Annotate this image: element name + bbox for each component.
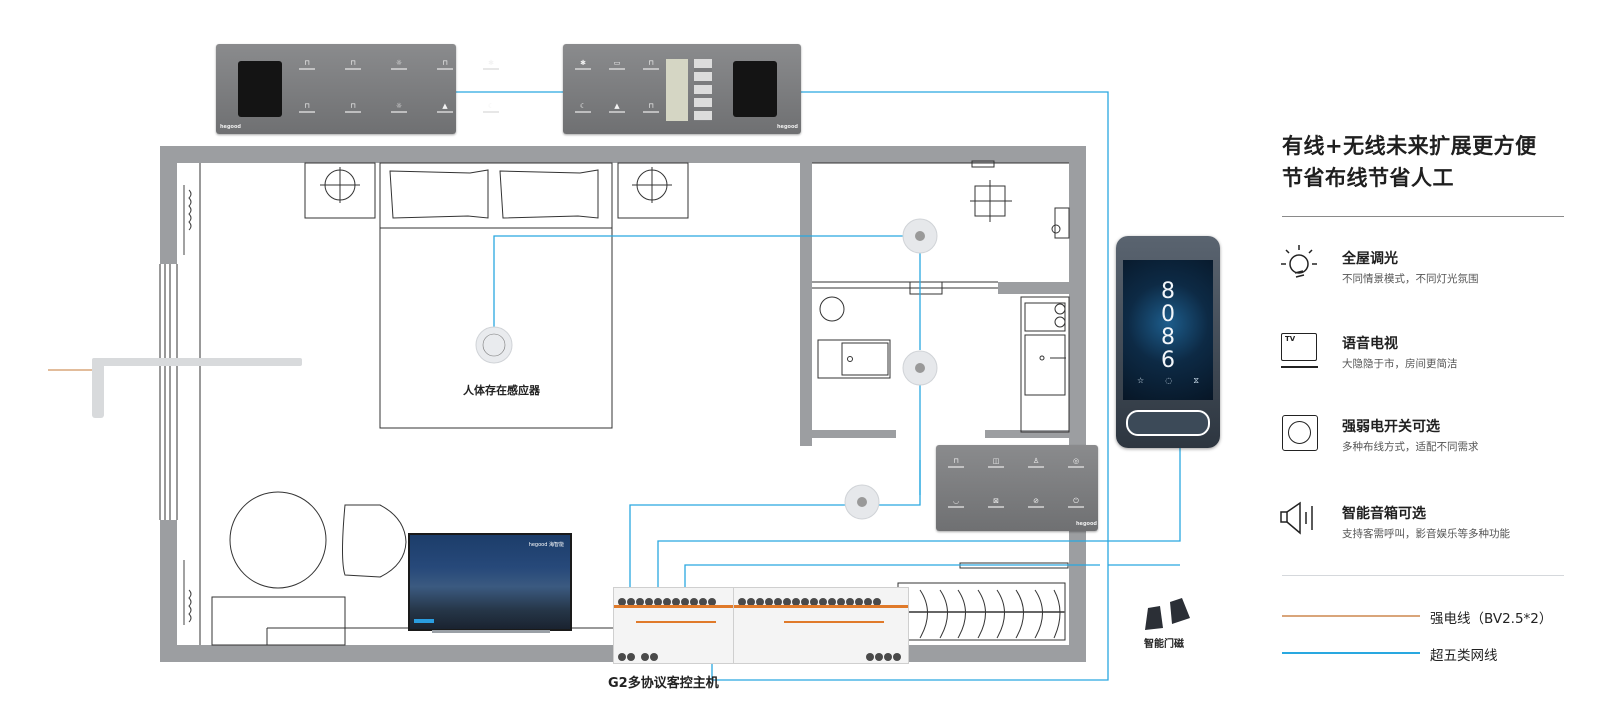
scene-key-icon[interactable]: ☾ bbox=[483, 102, 499, 113]
network-lines bbox=[455, 91, 1181, 681]
thermostat-buttons[interactable] bbox=[694, 59, 712, 121]
ceiling-sensors bbox=[475, 218, 938, 520]
tv-stand bbox=[432, 630, 550, 633]
feature-title: 全屋调光 bbox=[1342, 251, 1398, 267]
feature-subtitle: 大隐隐于市，房间更简洁 bbox=[1342, 358, 1458, 370]
scene-key-icon[interactable]: ☾ bbox=[575, 102, 591, 113]
scene-key-icon[interactable]: ◫ bbox=[988, 457, 1004, 468]
clean-icon[interactable]: ⧖ bbox=[1193, 376, 1199, 385]
scene-key-icon[interactable]: ▲ bbox=[437, 102, 453, 113]
host-module-g2-1 bbox=[733, 587, 909, 664]
socket-icon bbox=[733, 61, 777, 117]
window bbox=[159, 264, 178, 520]
panel-brand: hegood bbox=[777, 124, 798, 130]
divider-bottom bbox=[1282, 575, 1564, 576]
scene-key-icon[interactable]: ⊓ bbox=[345, 59, 361, 70]
walls bbox=[160, 146, 1086, 662]
legend-swatch bbox=[1282, 652, 1420, 654]
scene-key-icon[interactable]: ⊘ bbox=[1028, 497, 1044, 508]
thermostat-display bbox=[666, 59, 688, 121]
panel-brand: hegood bbox=[220, 124, 241, 130]
legend-label: 超五类网线 bbox=[1430, 648, 1498, 664]
feature-subtitle: 多种布线方式，适配不同需求 bbox=[1342, 441, 1479, 453]
wall-panel-door: ⊓ ◫ ♙ ◎ ◡ ⊠ ⊘ ⏻ hegood bbox=[936, 445, 1098, 531]
scene-key-icon[interactable]: ✱ bbox=[575, 59, 591, 70]
feature-title: 强弱电开关可选 bbox=[1342, 419, 1440, 435]
door-phone-screen: 8 0 8 6 ☆ ◌ ⧖ bbox=[1123, 260, 1213, 400]
presence-sensor-label: 人体存在感应器 bbox=[463, 384, 540, 397]
curtain-track bbox=[92, 358, 302, 418]
scene-key-icon[interactable]: ◡ bbox=[948, 497, 964, 508]
scene-key-icon[interactable]: ☼ bbox=[391, 102, 407, 113]
panel-brand: hegood bbox=[1076, 521, 1097, 527]
scene-key-icon[interactable]: ⊓ bbox=[643, 59, 659, 70]
scene-key-icon[interactable]: ⊓ bbox=[299, 59, 315, 70]
scene-key-icon[interactable]: ♙ bbox=[1028, 457, 1044, 468]
wall-panel-bedside: ⊓ ⊓ ☼ ⊓ ✱ ⊓ ⊓ ☼ ▲ ☾ hegood bbox=[216, 44, 499, 134]
tv: hegood 海智能 bbox=[408, 533, 572, 631]
legend-swatch bbox=[1282, 615, 1420, 617]
service-icon[interactable]: ◌ bbox=[1165, 376, 1173, 385]
headline: 有线+无线未来扩展更方便 节省布线节省人工 bbox=[1282, 130, 1537, 194]
headline-line-1: 有线+无线未来扩展更方便 bbox=[1282, 134, 1537, 158]
curtain-motor-marks bbox=[183, 185, 192, 625]
round-switch-icon bbox=[1282, 415, 1318, 451]
socket-icon bbox=[238, 61, 282, 117]
scene-key-icon[interactable]: ⊓ bbox=[643, 102, 659, 113]
doorbell-button[interactable] bbox=[1126, 410, 1210, 436]
feature-title: 智能音箱可选 bbox=[1342, 506, 1426, 522]
door-digit: 6 bbox=[1161, 348, 1175, 373]
feature-subtitle: 支持客需呼叫，影音娱乐等多种功能 bbox=[1342, 528, 1510, 540]
door-sensor-label: 智能门磁 bbox=[1144, 639, 1184, 650]
scene-key-icon[interactable]: ⊠ bbox=[988, 497, 1004, 508]
door-digit: 0 bbox=[1161, 302, 1175, 327]
speaker-icon bbox=[1280, 501, 1313, 535]
scene-key-icon[interactable]: ☼ bbox=[391, 59, 407, 70]
scene-key-icon[interactable]: ⊓ bbox=[299, 102, 315, 113]
feature-subtitle: 不同情景模式，不同灯光氛围 bbox=[1342, 273, 1479, 285]
scene-key-icon[interactable]: ⊓ bbox=[437, 59, 453, 70]
legend-label: 强电线（BV2.5*2） bbox=[1430, 611, 1553, 627]
headline-line-2: 节省布线节省人工 bbox=[1282, 166, 1454, 190]
tv-button[interactable] bbox=[414, 619, 434, 623]
feature-title: 语音电视 bbox=[1342, 336, 1398, 352]
radiator bbox=[897, 562, 1069, 641]
door-phone: 8 0 8 6 ☆ ◌ ⧖ bbox=[1116, 236, 1220, 448]
light-bulb-icon bbox=[1281, 245, 1317, 278]
door-sensor-device bbox=[1145, 598, 1190, 630]
scene-key-icon[interactable]: ✱ bbox=[483, 59, 499, 70]
scene-key-icon[interactable]: ⊓ bbox=[948, 457, 964, 468]
door-digit: 8 bbox=[1161, 279, 1175, 304]
scene-key-icon[interactable]: ◎ bbox=[1068, 457, 1084, 468]
host-module-g2 bbox=[613, 587, 734, 664]
scene-key-icon[interactable]: ▭ bbox=[609, 59, 625, 70]
tv-brand: hegood 海智能 bbox=[528, 542, 564, 548]
tv-icon: TV bbox=[1281, 333, 1317, 361]
scene-key-icon[interactable]: ▲ bbox=[609, 102, 625, 113]
scene-key-icon[interactable]: ⊓ bbox=[345, 102, 361, 113]
power-key-icon[interactable]: ⏻ bbox=[1068, 497, 1084, 508]
divider-top bbox=[1282, 216, 1564, 217]
door-digit: 8 bbox=[1161, 325, 1175, 350]
dnd-icon[interactable]: ☆ bbox=[1137, 376, 1145, 385]
tv-screen: hegood 海智能 bbox=[410, 535, 570, 629]
wall-panel-thermostat: ✱ ▭ ⊓ ☾ ▲ ⊓ hegood bbox=[563, 44, 801, 134]
host-label: G2多协议客控主机 bbox=[608, 676, 719, 691]
